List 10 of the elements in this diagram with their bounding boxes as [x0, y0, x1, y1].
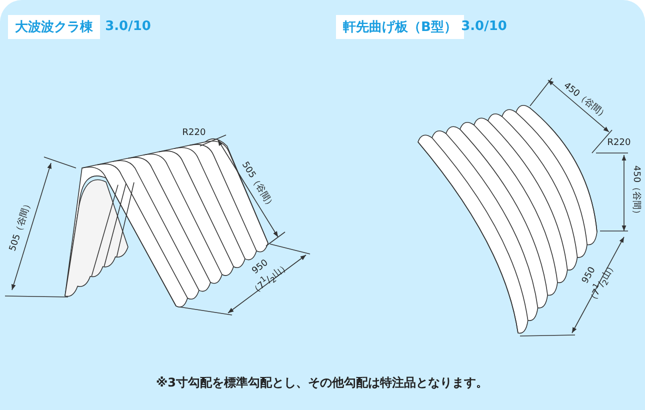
dimension-label: R220: [607, 139, 631, 149]
pitch-label: 3.0/10: [105, 20, 151, 34]
footnote: ※3寸勾配を標準勾配とし、その他勾配は特注品となります。: [156, 376, 488, 390]
dimension-label: 950: [251, 258, 271, 276]
title-tag: 大波波クラ棟: [8, 15, 100, 39]
dimension-label: 450（谷間）: [561, 82, 609, 122]
dimension-label: 505（谷間）: [9, 199, 35, 253]
dimension-label: 450（谷間）: [630, 165, 640, 219]
dimension-label: R220: [182, 129, 206, 139]
pitch-label: 3.0/10: [461, 20, 507, 34]
